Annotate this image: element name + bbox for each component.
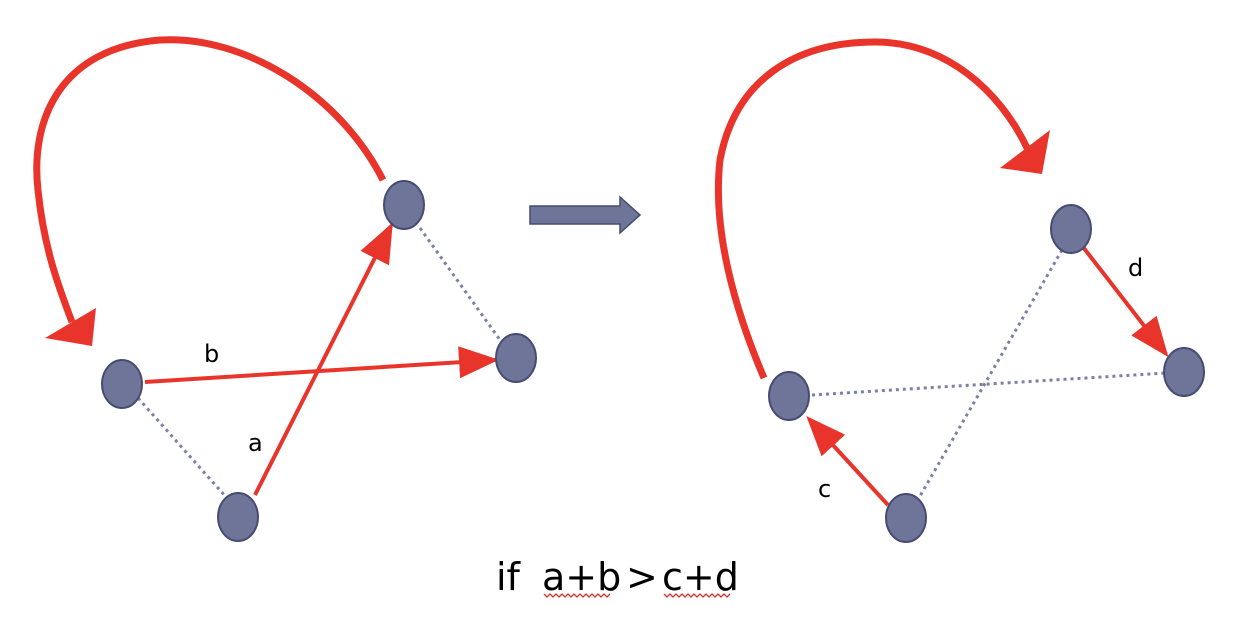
node-right-top	[1050, 204, 1092, 254]
after-graph: d c	[714, 38, 1205, 543]
swap-arc-left-arrowhead	[45, 308, 96, 346]
node-right-bottom	[885, 493, 927, 543]
edge-b	[144, 346, 499, 384]
node-left-right	[495, 333, 537, 383]
before-graph: b a	[33, 36, 537, 542]
swap-arc-right	[714, 38, 1032, 380]
spellcheck-underline-left	[543, 593, 611, 598]
swap-condition: if a+b > c+d	[496, 555, 739, 599]
edge-label-a: a	[248, 429, 263, 457]
edge-label-d: d	[1128, 254, 1143, 282]
condition-keyword: if	[496, 555, 522, 599]
node-left-top	[383, 180, 425, 230]
node-left-left	[101, 359, 143, 409]
condition-right-side: c+d	[662, 555, 739, 599]
swap-arc-right-arrowhead	[1000, 130, 1050, 174]
transition-arrow-icon	[529, 195, 642, 235]
edge-d	[1081, 245, 1169, 358]
condition-left-side: a+b	[542, 555, 621, 599]
node-left-bottom	[217, 492, 259, 542]
dotted-link-top-right	[418, 227, 502, 341]
spellcheck-underline-right	[663, 593, 731, 598]
node-right-right	[1163, 347, 1205, 397]
condition-operator: >	[626, 555, 658, 599]
edge-label-b: b	[204, 340, 219, 368]
dotted-link-left-right	[811, 371, 1167, 397]
node-right-left	[768, 371, 810, 421]
edge-a	[253, 222, 393, 496]
swap-arc-left	[33, 36, 387, 324]
dotted-link-top-bottom	[914, 249, 1064, 504]
edge-label-c: c	[818, 475, 831, 503]
edge-c	[806, 416, 890, 507]
dotted-link-left-bottom	[136, 397, 228, 498]
